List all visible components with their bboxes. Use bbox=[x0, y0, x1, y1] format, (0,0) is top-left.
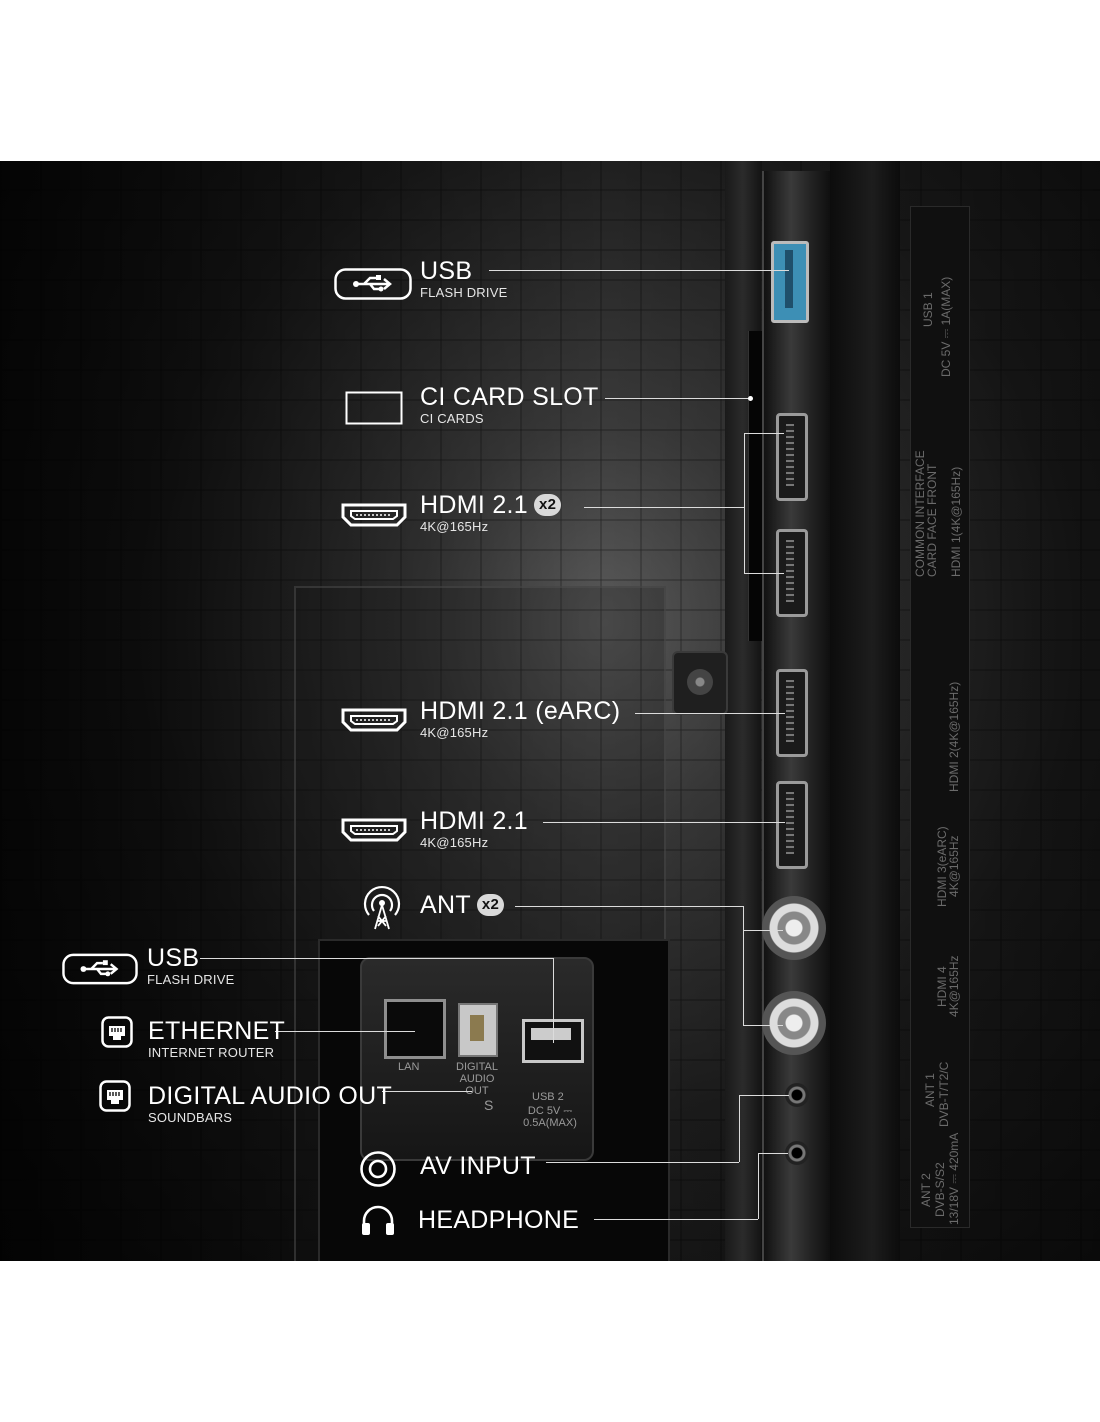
tv-label-ant1-spec: DVB-T/T2/C bbox=[937, 1061, 951, 1127]
callout-digital-audio: DIGITAL AUDIO OUT SOUNDBARS bbox=[148, 1082, 392, 1126]
callout-subtitle: 4K@165Hz bbox=[420, 519, 489, 534]
callout-title: HEADPHONE bbox=[418, 1206, 580, 1234]
rear-label-lan: LAN bbox=[398, 1061, 420, 1073]
leader-hdmi-x2 bbox=[584, 507, 744, 508]
av-input-jack bbox=[785, 1083, 809, 1107]
quantity-badge: x2 bbox=[533, 494, 562, 516]
tv-label-ant2-power: 13/18V ⎓ 420mA bbox=[947, 1132, 961, 1225]
rear-label-s: S bbox=[484, 1097, 494, 1113]
usb-icon bbox=[334, 268, 412, 300]
callout-title: CI CARD SLOT bbox=[420, 383, 599, 411]
antenna-port-2 bbox=[762, 991, 826, 1055]
ci-card-icon bbox=[345, 391, 403, 425]
leader-digital-audio bbox=[382, 1091, 472, 1092]
callout-ci-card: CI CARD SLOT CI CARDS bbox=[420, 383, 599, 427]
leader-ci-card bbox=[605, 398, 750, 399]
callout-title: HDMI 2.1 (eARC) bbox=[420, 697, 621, 725]
callout-title: AV INPUT bbox=[420, 1152, 536, 1180]
tv-label-ant1: ANT 1 bbox=[923, 1073, 937, 1107]
rear-label-usb2-power: DC 5V ⎓ 0.5A(MAX) bbox=[523, 1105, 577, 1129]
callout-av-input: AV INPUT bbox=[420, 1152, 536, 1180]
callout-subtitle: INTERNET ROUTER bbox=[148, 1045, 275, 1060]
leader-hdmi-single bbox=[543, 822, 785, 823]
callout-usb-top: USB FLASH DRIVE bbox=[420, 257, 507, 301]
callout-headphone: HEADPHONE bbox=[418, 1206, 579, 1234]
tv-label-ant2: ANT 2 bbox=[919, 1173, 933, 1207]
callout-subtitle: FLASH DRIVE bbox=[147, 972, 235, 987]
callout-hdmi-single: HDMI 2.1 4K@165Hz bbox=[420, 807, 528, 851]
tv-label-ant2-spec: DVB-S/S2 bbox=[933, 1162, 947, 1217]
antenna-icon bbox=[359, 885, 405, 931]
callout-title: USB bbox=[147, 944, 200, 972]
hdmi-icon bbox=[341, 502, 407, 528]
leader-hdmi-earc bbox=[635, 713, 785, 714]
usb-icon bbox=[62, 953, 138, 985]
leader-ethernet bbox=[275, 1031, 415, 1032]
headphone-icon bbox=[360, 1203, 396, 1237]
tv-label-hdmi2: HDMI 2(4K@165Hz) bbox=[947, 681, 961, 792]
rear-io-panel: LAN DIGITAL AUDIO OUT USB 2 DC 5V ⎓ 0.5A… bbox=[360, 957, 594, 1161]
callout-title: ANT bbox=[420, 891, 471, 919]
callout-subtitle: CI CARDS bbox=[420, 411, 484, 426]
hdmi-icon bbox=[341, 817, 407, 843]
headphone-jack bbox=[785, 1141, 809, 1165]
callout-subtitle: 4K@165Hz bbox=[420, 835, 489, 850]
rear-label-digital-audio-out: DIGITAL AUDIO OUT bbox=[456, 1061, 498, 1097]
leader-ant bbox=[515, 906, 743, 907]
callout-subtitle: FLASH DRIVE bbox=[420, 285, 508, 300]
tv-rear-photo: USB 1 DC 5V ⎓ 1A(MAX) COMMON INTERFACE C… bbox=[0, 161, 1100, 1261]
callout-title: ETHERNET bbox=[148, 1017, 286, 1045]
hdmi-icon bbox=[341, 707, 407, 733]
tv-label-hdmi3-spec: 4K@165Hz bbox=[947, 835, 961, 897]
tv-port-label-strip: USB 1 DC 5V ⎓ 1A(MAX) COMMON INTERFACE C… bbox=[910, 206, 970, 1228]
ethernet-icon bbox=[99, 1080, 131, 1112]
tv-label-hdmi1: HDMI 1(4K@165Hz) bbox=[949, 466, 963, 577]
av-input-icon bbox=[359, 1150, 397, 1188]
antenna-port-1 bbox=[762, 896, 826, 960]
callout-title: DIGITAL AUDIO OUT bbox=[148, 1082, 393, 1110]
mount-screw bbox=[672, 651, 728, 715]
hdmi-port-4 bbox=[776, 781, 808, 869]
optical-port bbox=[458, 1003, 498, 1057]
tv-label-hdmi4-spec: 4K@165Hz bbox=[947, 955, 961, 1017]
usb-port-side bbox=[771, 241, 809, 323]
ethernet-icon bbox=[101, 1016, 133, 1048]
tv-label-usb1-power: DC 5V ⎓ 1A(MAX) bbox=[939, 276, 953, 377]
lan-port bbox=[384, 999, 446, 1059]
rear-label-usb2: USB 2 bbox=[532, 1091, 564, 1103]
callout-title: HDMI 2.1 bbox=[420, 491, 528, 519]
callout-subtitle: 4K@165Hz bbox=[420, 725, 489, 740]
tv-label-card-face-front: CARD FACE FRONT bbox=[925, 463, 939, 577]
leader-usb-rear bbox=[200, 958, 553, 959]
hdmi-port-1 bbox=[776, 413, 808, 501]
callout-subtitle: SOUNDBARS bbox=[148, 1110, 233, 1125]
chassis-rail bbox=[725, 161, 761, 1261]
leader-av-input bbox=[546, 1162, 739, 1163]
callout-title: USB bbox=[420, 257, 473, 285]
callout-ethernet: ETHERNET INTERNET ROUTER bbox=[148, 1017, 285, 1061]
quantity-badge: x2 bbox=[476, 894, 505, 916]
leader-headphone bbox=[594, 1219, 758, 1220]
callout-hdmi-earc: HDMI 2.1 (eARC) 4K@165Hz bbox=[420, 697, 620, 741]
tv-label-usb1: USB 1 bbox=[921, 292, 935, 327]
callout-usb-rear: USB FLASH DRIVE bbox=[147, 944, 234, 988]
callout-title: HDMI 2.1 bbox=[420, 807, 528, 835]
leader-usb-top bbox=[489, 270, 789, 271]
